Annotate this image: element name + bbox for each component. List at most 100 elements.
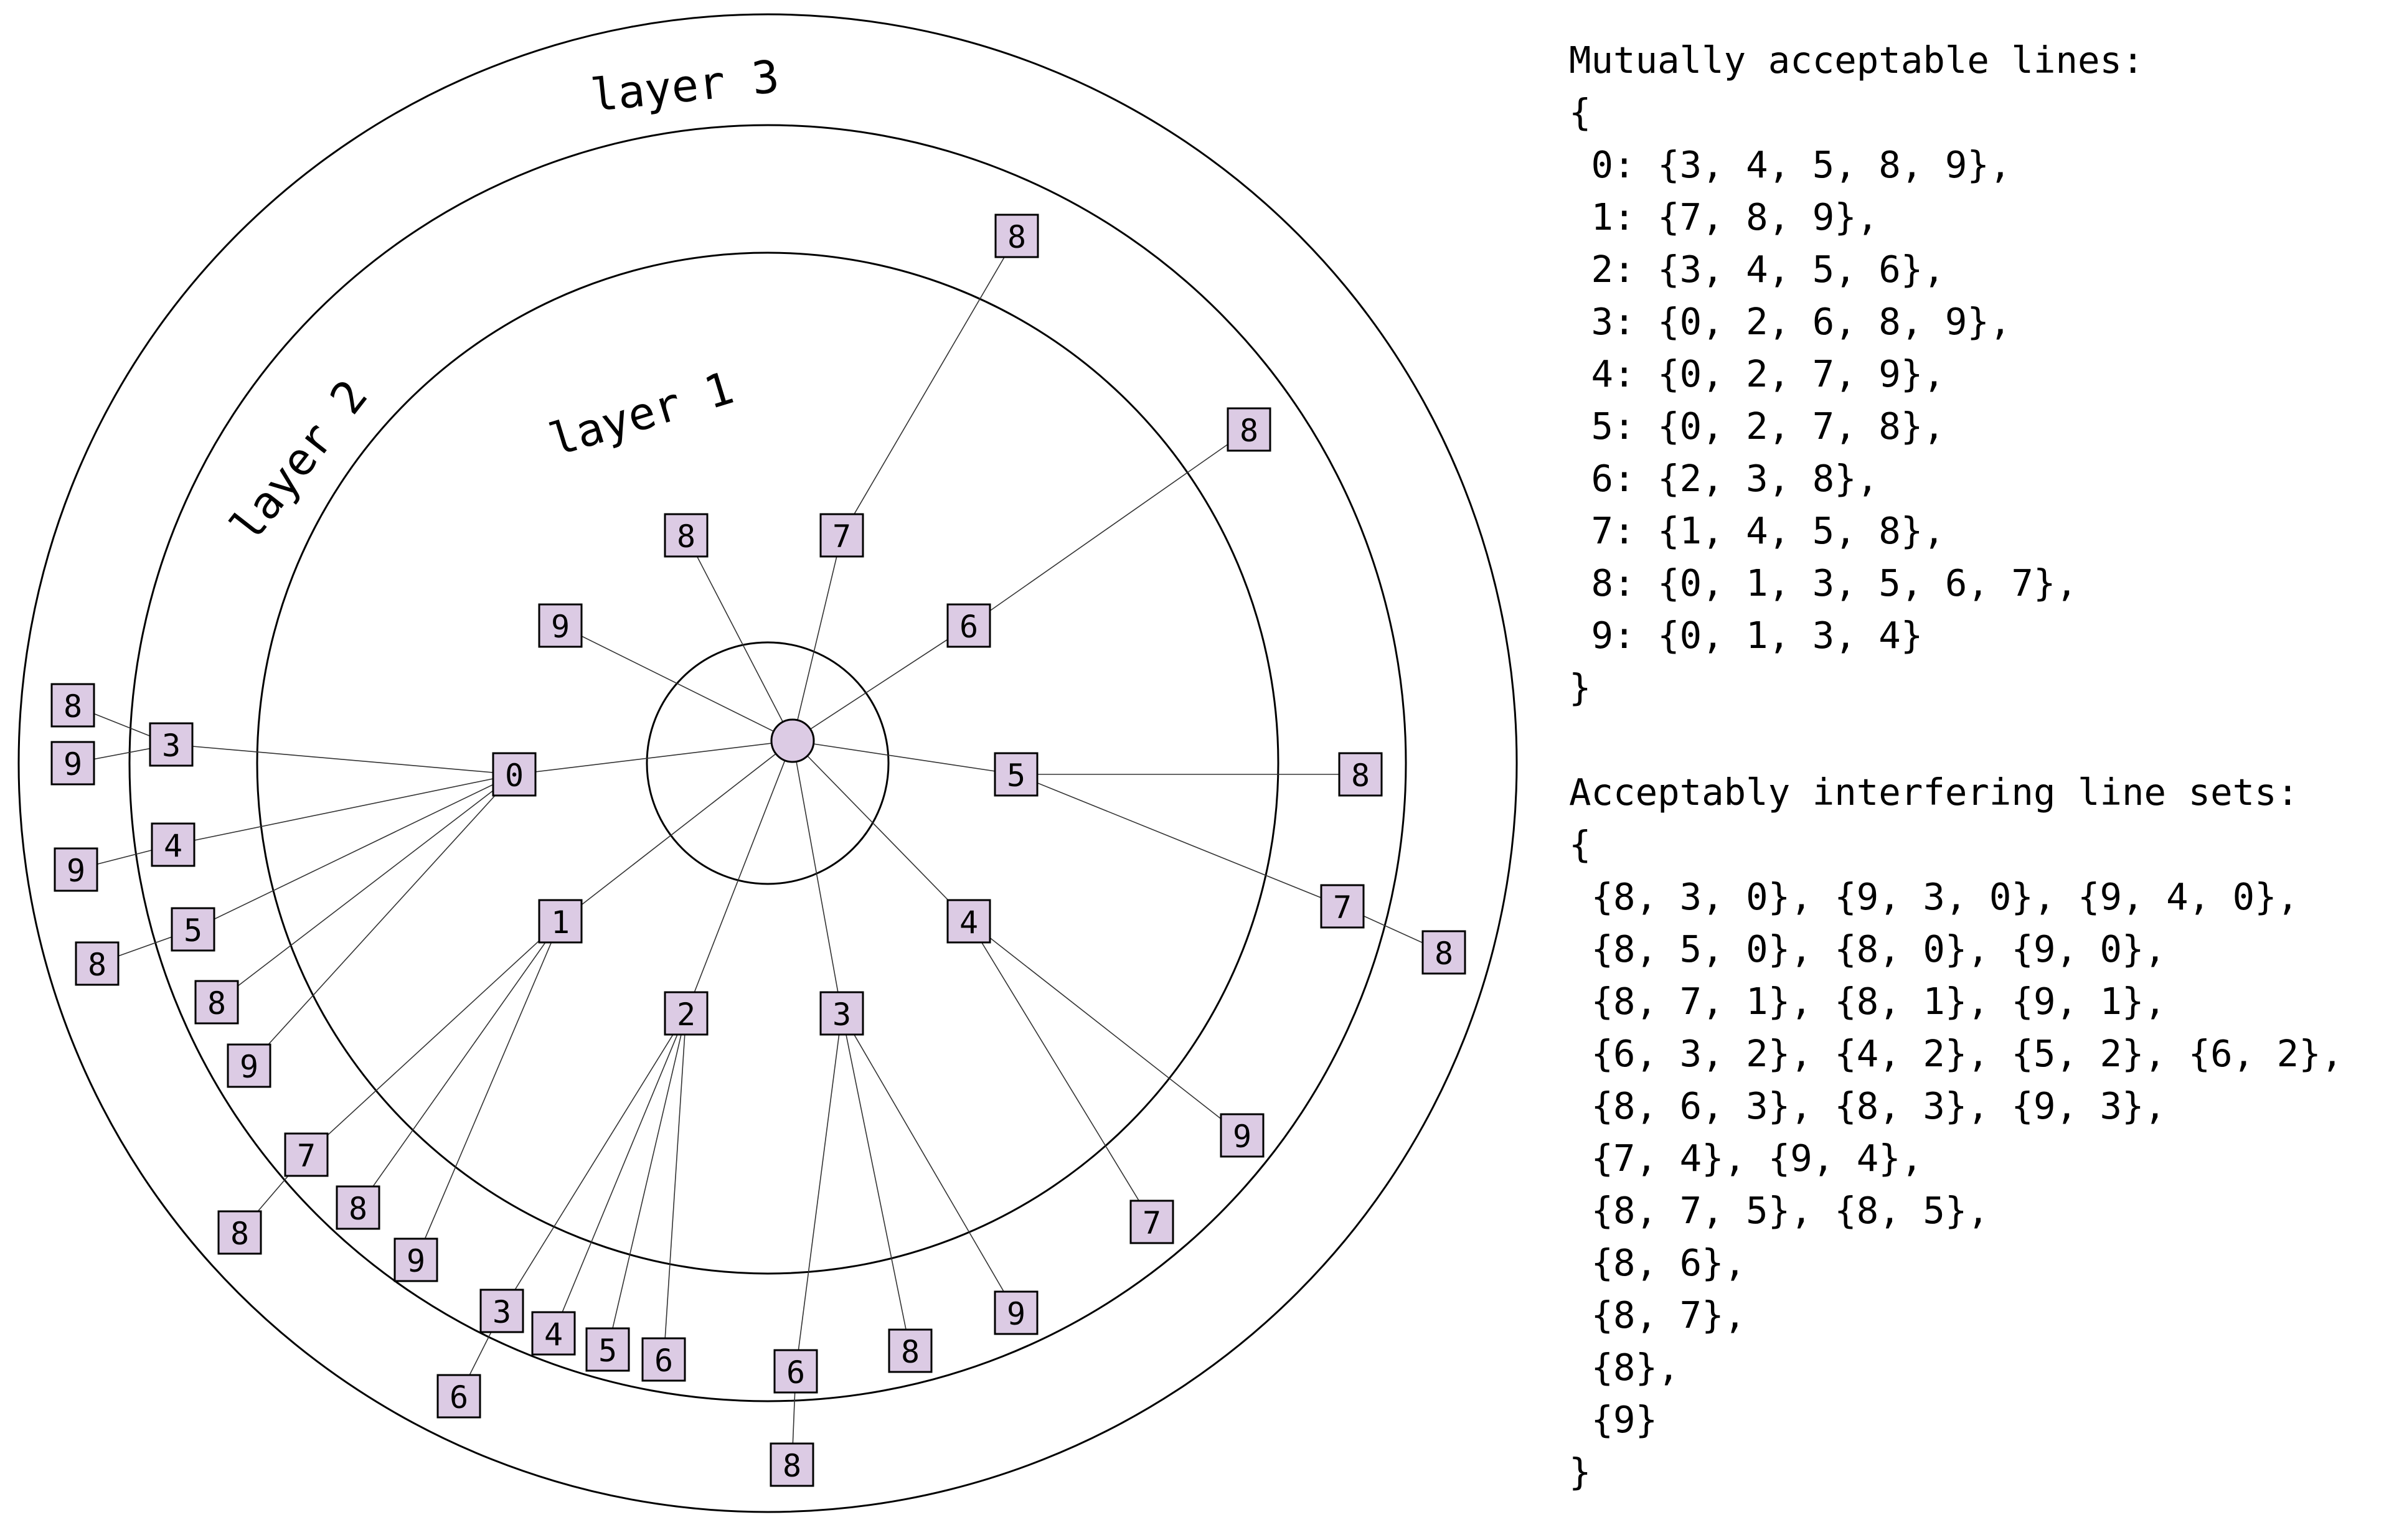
node-n0_3: 3 <box>149 722 194 767</box>
edge-center-n8 <box>686 535 793 741</box>
edge-center-n2 <box>686 740 793 1014</box>
edge-n1-n1_7 <box>306 921 561 1155</box>
node-n0: 0 <box>492 752 537 797</box>
edge-n7-n7_8 <box>841 235 1017 536</box>
node-label: 8 <box>677 519 695 555</box>
node-box <box>819 991 864 1036</box>
edge-center-n6 <box>792 625 969 741</box>
node-label: 8 <box>1435 936 1453 972</box>
interfering-line: {8, 7, 5}, {8, 5}, <box>1569 1189 1989 1232</box>
node-n2: 2 <box>664 991 709 1036</box>
node-box <box>946 899 991 944</box>
node-n7_8: 8 <box>994 214 1039 258</box>
node-box <box>436 1374 481 1419</box>
node-box <box>54 847 98 892</box>
node-n4_7: 7 <box>1129 1200 1174 1244</box>
interfering-line: {8, 6, 3}, {8, 3}, {9, 3}, <box>1569 1084 2167 1127</box>
node-n1_7_8: 8 <box>217 1210 262 1255</box>
node-label: 3 <box>492 1294 511 1330</box>
layer-rings <box>17 13 1518 1513</box>
node-n3_8: 8 <box>888 1328 933 1373</box>
edge-n6-n6_8 <box>968 429 1250 626</box>
mutual-line: 4: {0, 2, 7, 9}, <box>1569 352 1945 395</box>
mutual-line: 5: {0, 2, 7, 8}, <box>1569 405 1945 448</box>
node-n1: 1 <box>538 899 583 944</box>
node-box <box>1227 407 1271 452</box>
node-box <box>336 1185 380 1230</box>
node-label: 9 <box>1007 1296 1025 1332</box>
edge-center-n3 <box>792 740 842 1014</box>
ring-layer-3 <box>17 13 1518 1513</box>
ring-layer-2 <box>128 124 1407 1402</box>
node-box <box>171 907 215 952</box>
edge-center-n1 <box>560 740 793 922</box>
node-n4: 4 <box>946 899 991 944</box>
node-label: 1 <box>551 904 570 941</box>
edge-n4-n4_9 <box>968 921 1243 1136</box>
edge-center-n4 <box>792 740 969 922</box>
node-box <box>50 683 95 728</box>
node-box <box>641 1337 686 1382</box>
node-n2_3_6: 6 <box>436 1374 481 1419</box>
edge-n3-n3_6 <box>795 1013 842 1372</box>
node-label: 8 <box>1007 219 1026 255</box>
node-box <box>227 1043 271 1088</box>
layer-3-label: layer 3 <box>588 50 782 121</box>
node-box <box>194 980 239 1025</box>
node-label: 8 <box>88 947 106 983</box>
interfering-open-brace: { <box>1569 823 1591 866</box>
edge-center-n7 <box>792 535 842 741</box>
node-label: 8 <box>230 1216 249 1252</box>
edge-n3-n3_9 <box>841 1013 1017 1313</box>
node-label: 0 <box>505 758 524 794</box>
node-n3_9: 9 <box>994 1290 1039 1335</box>
edge-center-n9 <box>560 625 793 741</box>
edge-n1-n1_8 <box>357 921 561 1208</box>
edge-n2-n2_5 <box>607 1013 687 1350</box>
node-label: 7 <box>1333 890 1352 926</box>
interfering-line: {7, 4}, {9, 4}, <box>1569 1137 1923 1180</box>
mutual-open-brace: { <box>1569 91 1591 134</box>
interfering-line: {9} <box>1569 1398 1658 1441</box>
center-node <box>770 718 815 763</box>
node-label: 4 <box>959 904 978 941</box>
interfering-line: {8, 7, 1}, {8, 1}, {9, 1}, <box>1569 980 2167 1023</box>
node-label: 6 <box>450 1379 468 1416</box>
node-box <box>770 1442 814 1487</box>
layer-2-label: layer 2 <box>220 370 377 552</box>
node-box <box>75 941 120 986</box>
node-box <box>284 1132 329 1177</box>
node-box <box>479 1289 524 1333</box>
edge-n0-n0_5 <box>192 774 515 930</box>
node-n6: 6 <box>946 603 991 648</box>
interfering-line: {8, 7}, <box>1569 1294 1746 1336</box>
node-n6_8: 8 <box>1227 407 1271 452</box>
mutual-list: 0: {3, 4, 5, 8, 9}, 1: {7, 8, 9}, 2: {3,… <box>1569 139 2378 662</box>
node-box <box>1129 1200 1174 1244</box>
node-box <box>149 722 194 767</box>
node-box <box>492 752 537 797</box>
node-box <box>50 741 95 786</box>
interfering-line: {6, 3, 2}, {4, 2}, {5, 2}, {6, 2}, <box>1569 1032 2344 1075</box>
node-label: 6 <box>654 1343 673 1379</box>
node-n5_7_8: 8 <box>1421 930 1466 975</box>
node-box <box>151 822 196 867</box>
edge-center-n0 <box>514 740 793 775</box>
node-n5_8: 8 <box>1338 752 1383 797</box>
node-box <box>538 603 583 648</box>
node-label: 9 <box>64 746 82 782</box>
node-label: 9 <box>407 1243 425 1279</box>
node-n9: 9 <box>538 603 583 648</box>
node-label: 8 <box>783 1448 801 1484</box>
node-label: 7 <box>832 519 851 555</box>
edge-n0-n0_4 <box>172 774 515 845</box>
node-n0_4_9: 9 <box>54 847 98 892</box>
node-label: 9 <box>240 1049 258 1085</box>
node-box <box>819 513 864 558</box>
node-box <box>994 1290 1039 1335</box>
node-label: 2 <box>677 997 695 1033</box>
interfering-heading: Acceptably interfering line sets: <box>1569 771 2299 814</box>
node-box <box>538 899 583 944</box>
node-box <box>531 1311 576 1356</box>
